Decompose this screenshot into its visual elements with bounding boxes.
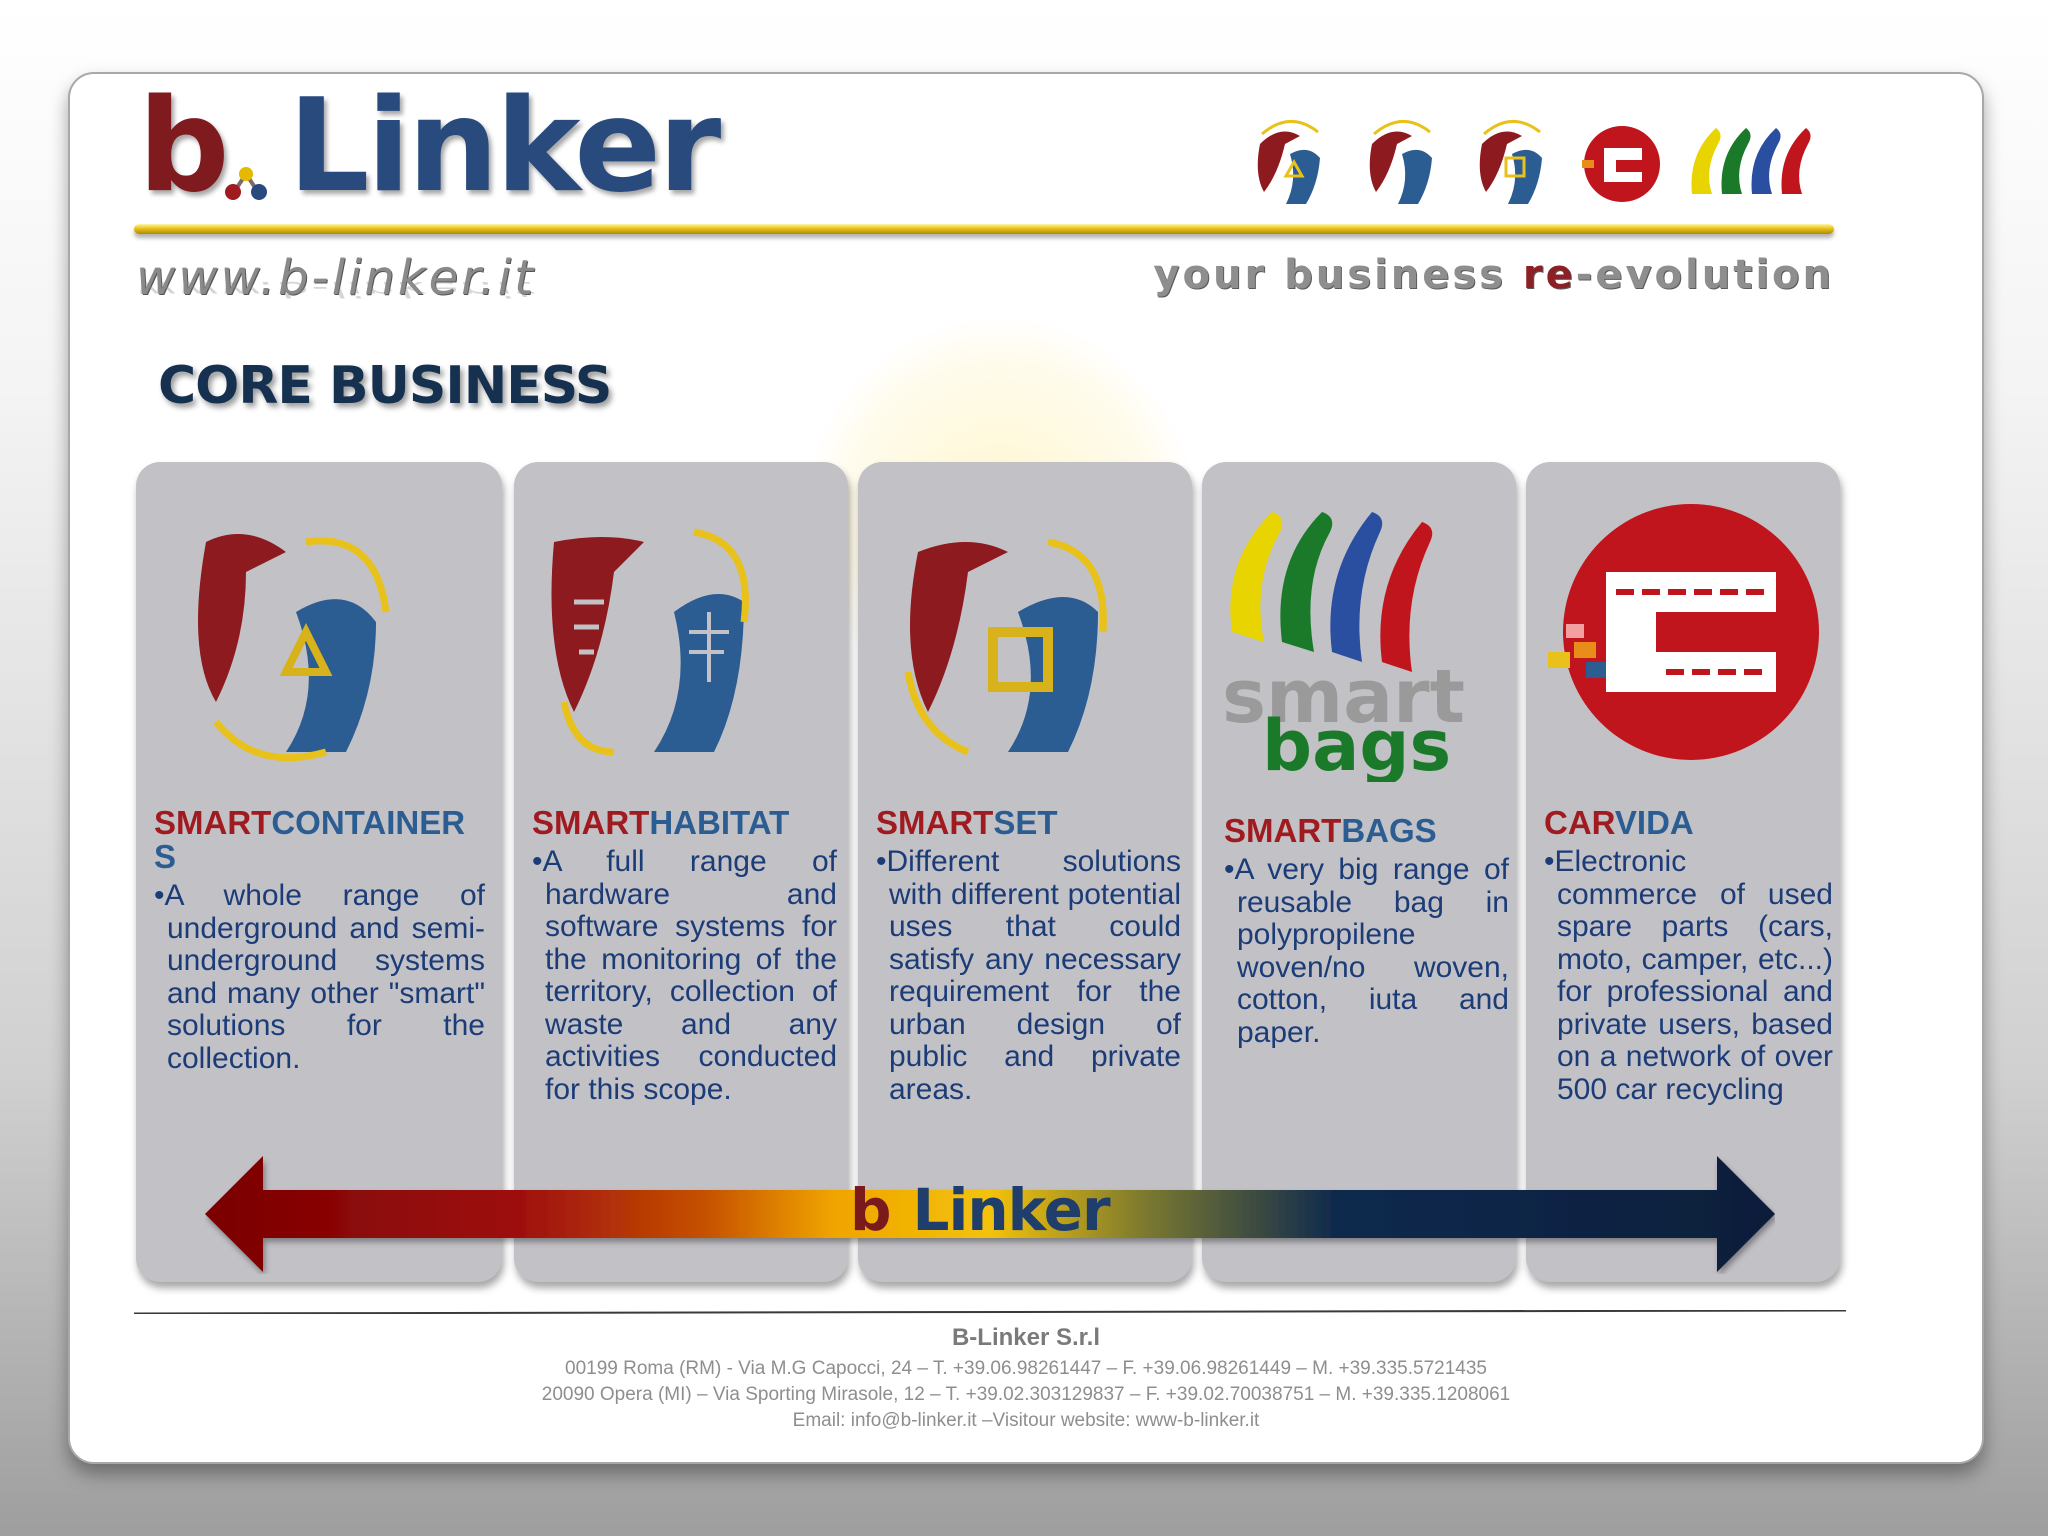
title-red-part: SMART: [154, 804, 272, 841]
smartcontainers-logo-icon: [198, 534, 390, 762]
card-title: CARVIDA: [1544, 806, 1834, 840]
card-smartcontainers: SMARTCONTAINERS •A whole range of underg…: [136, 462, 502, 1282]
title-blue-part: CONTAINERS: [154, 804, 466, 875]
footer-rule: [134, 1310, 1846, 1314]
arrow-logo-b: b: [850, 1176, 892, 1244]
header-gold-rule: [134, 224, 1834, 234]
title-blue-part: HABITAT: [649, 804, 790, 841]
title-red-part: SMART: [1224, 812, 1342, 849]
slogan-end: -evolution: [1575, 252, 1834, 298]
card-title: SMARTSET: [876, 806, 1176, 840]
title-red-part: CAR: [1544, 804, 1615, 841]
card-title: SMARTBAGS: [1224, 814, 1504, 848]
logo-dots-icon: [225, 167, 267, 200]
logo-linker-text: Linker: [288, 72, 721, 221]
card-title: SMARTHABITAT: [532, 806, 832, 840]
title-blue-part: BAGS: [1341, 812, 1437, 849]
footer-company: B-Linker S.r.l: [951, 1324, 1101, 1351]
title-red-part: SMART: [876, 804, 994, 841]
brand-icons-row: [1257, 120, 1811, 204]
website-url-reflection: www.b-linker.it: [136, 276, 536, 302]
logo-b-letter: b: [138, 72, 230, 221]
smartcontainers-small-icon: [1257, 120, 1320, 204]
card-description: •Different solutions with different pote…: [876, 845, 1181, 1106]
carvida-small-icon: [1582, 126, 1660, 202]
card-smartset: SMARTSET •Different solutions with diffe…: [858, 462, 1192, 1282]
card-description: •A whole range of underground and semi-u…: [154, 879, 485, 1075]
smarthabitat-logo-icon: [551, 528, 749, 756]
section-title: CORE BUSINESS: [158, 356, 612, 416]
slide: b Linker: [68, 72, 1984, 1464]
footer-contact: Email: info@b-linker.it –Visitour websit…: [792, 1410, 1260, 1431]
smarthabitat-small-icon: [1369, 120, 1432, 204]
smartbags-small-icon: [1691, 128, 1811, 194]
smartset-small-icon: [1479, 120, 1542, 204]
slogan-start: your business: [1153, 252, 1523, 298]
card-smarthabitat: SMARTHABITAT •A full range of hardware a…: [514, 462, 848, 1282]
card-description: •Electronic commerce of used spare parts…: [1544, 845, 1833, 1106]
smartbags-logo-text-2: bags: [1262, 705, 1451, 782]
card-smartbags: smart bags SMARTBAGS •A very big range o…: [1202, 462, 1516, 1282]
footer-address-opera: 20090 Opera (MI) – Via Sporting Mirasole…: [541, 1384, 1511, 1405]
double-arrow-graphic: [205, 1156, 1775, 1272]
card-description: •A full range of hardware and software s…: [532, 845, 837, 1106]
slogan-re: re: [1522, 252, 1576, 298]
carvida-logo-icon: [1548, 504, 1819, 760]
website-url: www.b-linker.it: [136, 250, 536, 306]
arrow-logo-linker: Linker: [912, 1176, 1111, 1244]
card-carvida: CARVIDA •Electronic commerce of used spa…: [1526, 462, 1840, 1282]
smartbags-logo-text: smart: [1222, 654, 1465, 740]
title-red-part: SMART: [532, 804, 650, 841]
title-blue-part: SET: [993, 804, 1058, 841]
card-description: •A very big range of reusable bag in pol…: [1224, 853, 1509, 1049]
card-title: SMARTCONTAINERS: [154, 806, 484, 874]
smartbags-logo-icon: smart bags: [1222, 512, 1465, 782]
smartset-logo-icon: [904, 538, 1107, 756]
footer-address-rome: 00199 Roma (RM) - Via M.G Capocci, 24 – …: [565, 1358, 1487, 1379]
slogan: your business re-evolution: [1153, 252, 1834, 298]
title-blue-part: VIDA: [1614, 804, 1694, 841]
